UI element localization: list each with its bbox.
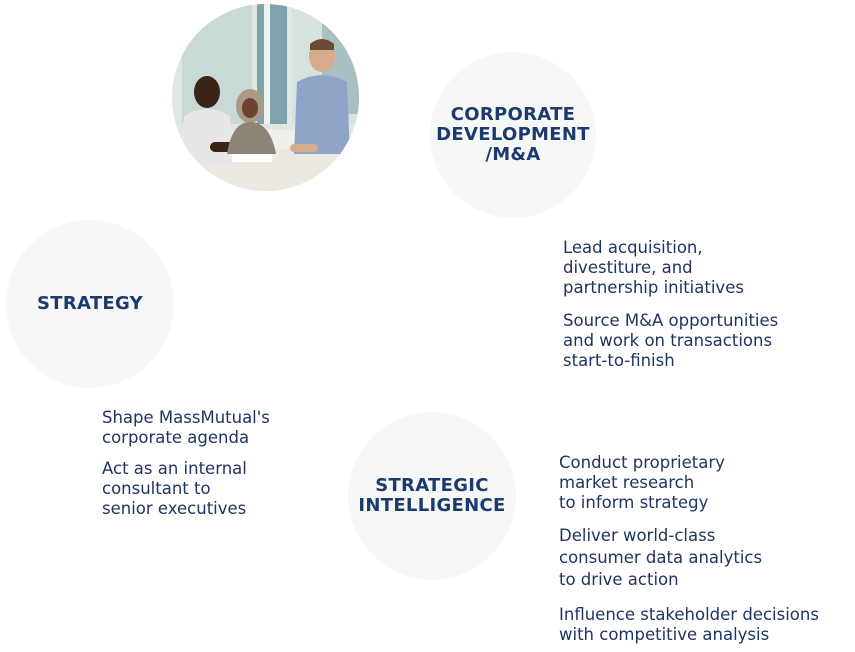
- bullet-item: Deliver world-class consumer data analyt…: [559, 526, 763, 589]
- strategic-intelligence-bullets: Conduct proprietary market research to i…: [559, 453, 819, 645]
- corporate-development-title: CORPORATE DEVELOPMENT /M&A: [436, 105, 590, 165]
- strategy-title: STRATEGY: [36, 293, 144, 314]
- meeting-photo: [172, 4, 359, 191]
- strategic-intelligence-title: STRATEGIC INTELLIGENCE: [358, 476, 505, 516]
- corporate-development-circle: CORPORATE DEVELOPMENT /M&A: [430, 52, 596, 218]
- bullet-item: Act as an internal consultant to senior …: [102, 459, 247, 518]
- title-line: INTELLIGENCE: [358, 495, 506, 516]
- bullet-item: Conduct proprietary market research to i…: [559, 453, 725, 512]
- title-line: CORPORATE: [450, 104, 576, 125]
- corporate-development-bullets: Lead acquisition, divestiture, and partn…: [563, 238, 778, 371]
- title-line: /M&A: [485, 144, 541, 165]
- strategy-circle: STRATEGY: [6, 220, 174, 388]
- meeting-photo-icon: [172, 4, 359, 191]
- title-line: STRATEGIC: [375, 475, 489, 496]
- strategic-intelligence-circle: STRATEGIC INTELLIGENCE: [348, 412, 516, 580]
- strategy-bullets: Shape MassMutual's corporate agenda Act …: [102, 408, 270, 519]
- bullet-item: Shape MassMutual's corporate agenda: [102, 408, 270, 447]
- bullet-item: Lead acquisition, divestiture, and partn…: [563, 238, 744, 297]
- title-line: DEVELOPMENT: [436, 124, 590, 145]
- bullet-item: Influence stakeholder decisions with com…: [559, 605, 819, 644]
- bullet-item: Source M&A opportunities and work on tra…: [563, 311, 779, 370]
